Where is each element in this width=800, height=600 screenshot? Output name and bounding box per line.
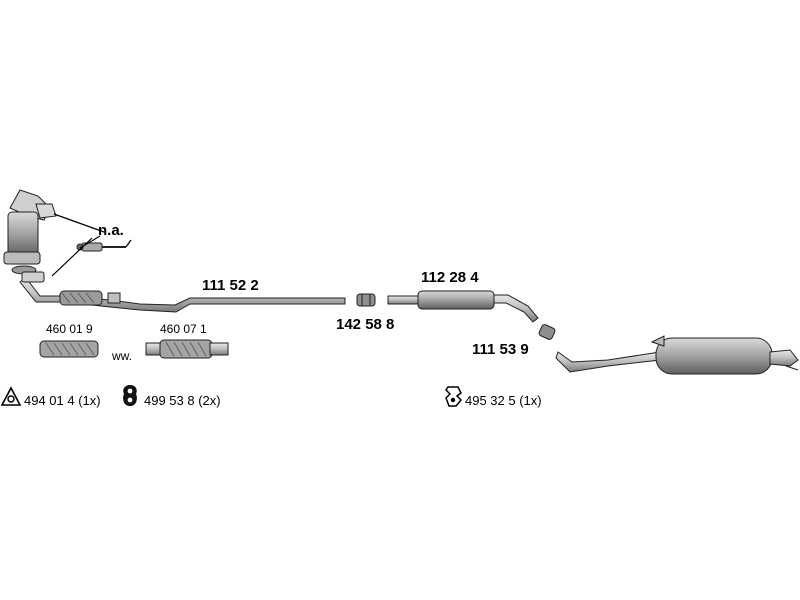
label-clamp: 142 58 8 xyxy=(336,316,395,333)
clamp xyxy=(356,293,376,307)
label-ww: ww. xyxy=(112,349,133,363)
accessory-text-2: 499 53 8 (2x) xyxy=(144,393,221,408)
tail-clamp xyxy=(538,324,556,340)
accessory-text-3: 495 32 5 (1x) xyxy=(465,393,542,408)
rear-silencer xyxy=(555,335,799,375)
rubber-hanger-icon xyxy=(123,385,137,406)
label-repair-pipe-a: 460 01 9 xyxy=(46,322,93,336)
label-tail-pipe: 111 53 9 xyxy=(472,341,529,358)
na-pointers xyxy=(51,213,105,277)
accessory-text-1: 494 01 4 (1x) xyxy=(24,393,101,408)
manifold-catalyst xyxy=(3,189,57,275)
repair-pipe-b xyxy=(145,339,229,359)
triangle-ring-icon xyxy=(0,386,22,406)
front-pipe xyxy=(19,271,346,313)
label-middle-silencer: 112 28 4 xyxy=(421,269,479,286)
label-front-pipe: 111 52 2 xyxy=(202,277,259,294)
repair-pipe-a xyxy=(39,340,99,358)
label-na: n.a. xyxy=(98,222,124,239)
bracket-icon xyxy=(445,386,463,407)
label-repair-pipe-b: 460 07 1 xyxy=(160,322,207,336)
middle-silencer xyxy=(387,290,539,323)
